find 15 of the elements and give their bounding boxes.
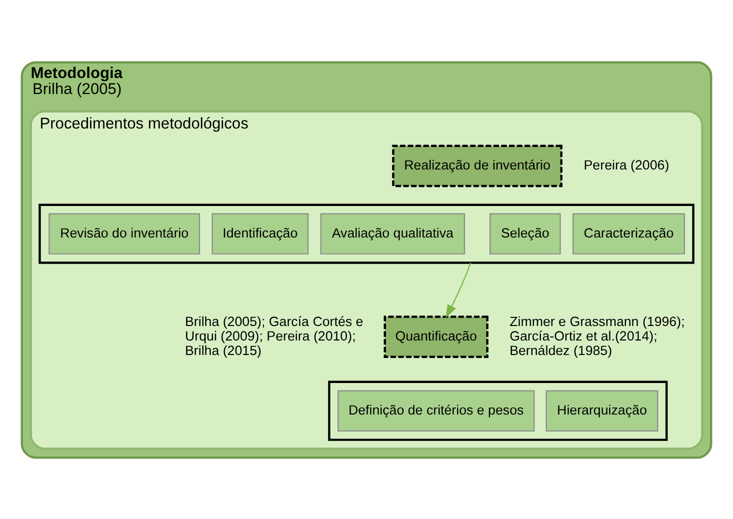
node-box: Quantificação — [384, 315, 488, 358]
node-box: Definição de critérios e pesos — [338, 390, 535, 431]
arrow — [446, 262, 472, 318]
cluster — [328, 380, 668, 440]
node-box: Caracterização — [572, 212, 685, 254]
node-box: Hierarquização — [546, 390, 658, 431]
label: Brilha (2005); García Cortés e Urqui (2009); Pereira (2010); Brilha (2015) — [185, 313, 364, 358]
node-label: Pereira (2006) — [584, 156, 670, 172]
node-box: Revisão do inventário — [48, 212, 200, 254]
node-box: Seleção — [490, 212, 561, 254]
node-box: Avaliação qualitativa — [320, 212, 466, 254]
cluster — [38, 203, 694, 264]
node-box: Realização de inventário — [392, 144, 562, 187]
node-box: Identificação — [212, 212, 309, 254]
label: Zimmer e Grassmann (1996); García-Ortiz et al.(2014); Bernáldez (1985) — [510, 313, 685, 358]
